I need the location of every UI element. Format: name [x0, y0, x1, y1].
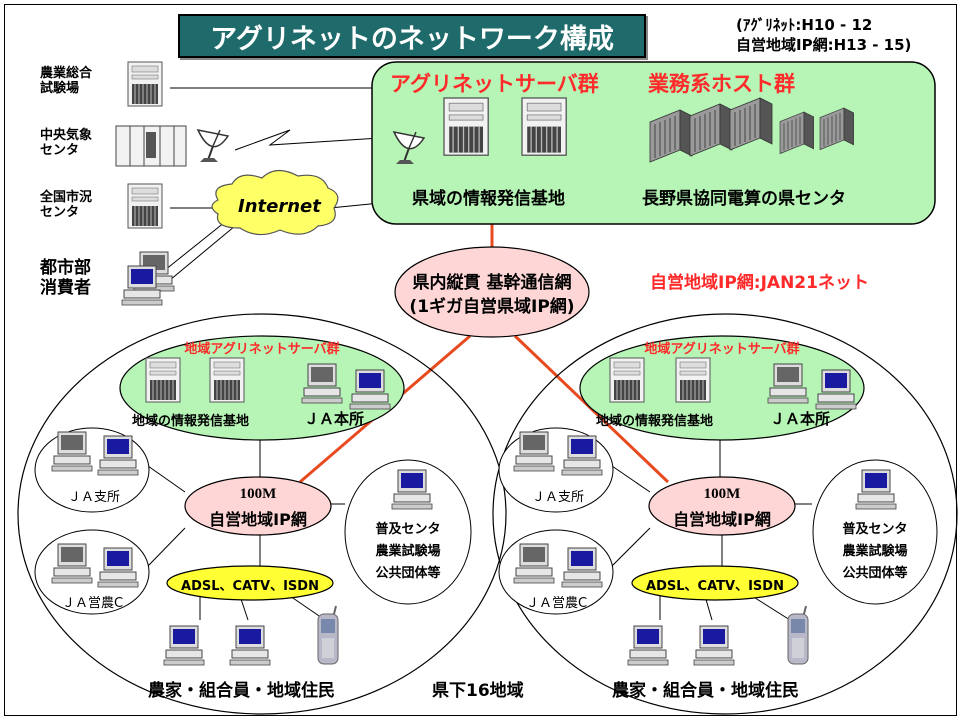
region-server-title: 地域アグリネットサーバ群 — [644, 342, 800, 357]
jan21-label: 自営地域IP網:JAN21ネット — [650, 273, 869, 293]
site-label-line: センタ — [40, 143, 80, 158]
site-label-line: 全国市況 — [40, 190, 93, 205]
page-title: アグリネットのネットワーク構成 — [178, 14, 646, 58]
mainframe-icon — [115, 125, 187, 167]
slide-frame — [4, 4, 957, 716]
pc-icon — [693, 625, 735, 666]
site-label-line: 都市部 — [40, 258, 91, 278]
mobile-phone-icon — [317, 605, 339, 665]
server-icon — [443, 97, 489, 156]
site-label: 中央気象 センタ — [40, 128, 92, 158]
internet-cloud — [211, 169, 339, 236]
ja-head-label: ＪＡ本所 — [304, 410, 365, 428]
public-right-ellipse — [812, 459, 938, 605]
site-label: 全国市況 センタ — [40, 190, 92, 220]
net100m-name: 自営地域IP網 — [209, 510, 307, 529]
ja-branch-label: ＪＡ支所 — [532, 490, 585, 505]
period-line-1: (ｱｸﾞﾘﾈｯﾄ:H10 - 12 — [736, 16, 873, 34]
access-label: ADSL、CATV、ISDN — [181, 579, 319, 594]
public-org-label: 農業試験場 — [842, 544, 908, 559]
server-icon — [521, 97, 567, 156]
net100m-name: 自営地域IP網 — [673, 510, 771, 529]
host-caption: 長野県協同電算の県センタ — [642, 189, 846, 209]
net100m-label: 100M — [239, 486, 277, 502]
ja-head-label: ＪＡ本所 — [770, 410, 831, 428]
site-label-line: 消費者 — [40, 278, 91, 298]
server-icon — [127, 61, 163, 107]
access-label: ADSL、CATV、ISDN — [646, 579, 784, 594]
satellite-dish-icon — [197, 129, 229, 163]
internet-label: Internet — [238, 196, 321, 217]
net100m-right-ellipse — [648, 476, 796, 536]
public-org-label: 農業試験場 — [375, 544, 441, 559]
net100m-label: 100M — [703, 486, 741, 502]
public-org-label: 普及センタ — [842, 522, 908, 537]
server-icon — [609, 357, 645, 403]
agri-server-caption: 県域の情報発信基地 — [412, 189, 565, 209]
host-group-title: 業務系ホスト群 — [648, 72, 795, 96]
pc-icon — [163, 625, 205, 666]
period-line-2: 自営地域IP網:H13 - 15) — [736, 36, 912, 54]
site-label-line: センタ — [40, 205, 80, 220]
region-left-server-ellipse — [119, 335, 405, 441]
public-org-label: 公共団体等 — [375, 566, 441, 581]
info-base-label: 地域の情報発信基地 — [132, 414, 250, 429]
backbone-ellipse — [394, 246, 590, 338]
users-label: 農家・組合員・地域住民 — [612, 681, 799, 701]
access-left-ellipse — [166, 565, 334, 601]
server-icon — [145, 357, 181, 403]
server-icon — [127, 183, 163, 229]
site-label-line: 中央気象 — [40, 128, 93, 143]
server-icon — [209, 357, 245, 403]
net100m-left-ellipse — [184, 476, 332, 536]
public-org-label: 公共団体等 — [842, 566, 908, 581]
site-label-line: 試験場 — [40, 81, 80, 96]
users-label: 農家・組合員・地域住民 — [148, 681, 335, 701]
access-right-ellipse — [631, 565, 799, 601]
region-count-label: 県下16地域 — [432, 681, 524, 701]
pc-icon — [627, 625, 669, 666]
region-server-title: 地域アグリネットサーバ群 — [184, 342, 340, 357]
server-icon — [675, 357, 711, 403]
pc-icon — [121, 265, 163, 306]
region-right-server-ellipse — [579, 335, 865, 441]
ja-farm-label: ＪＡ営農C — [526, 596, 588, 611]
backbone-label-2: (1ギガ自営県域IP網) — [409, 297, 575, 317]
site-label: 都市部 消費者 — [40, 258, 91, 298]
ja-branch-label: ＪＡ支所 — [68, 490, 121, 505]
info-base-label: 地域の情報発信基地 — [596, 414, 714, 429]
mobile-phone-icon — [787, 605, 809, 665]
public-left-ellipse — [344, 459, 472, 605]
ja-farm-label: ＪＡ営農C — [62, 596, 124, 611]
site-label-line: 農業総合 — [40, 66, 93, 81]
backbone-label-1: 県内縦貫 基幹通信網 — [412, 273, 572, 293]
site-label: 農業総合 試験場 — [40, 66, 92, 96]
region-left-boundary — [17, 313, 507, 715]
public-org-label: 普及センタ — [375, 522, 441, 537]
region-right-boundary — [492, 313, 958, 715]
agri-server-title: アグリネットサーバ群 — [390, 72, 599, 96]
pc-icon — [229, 625, 271, 666]
